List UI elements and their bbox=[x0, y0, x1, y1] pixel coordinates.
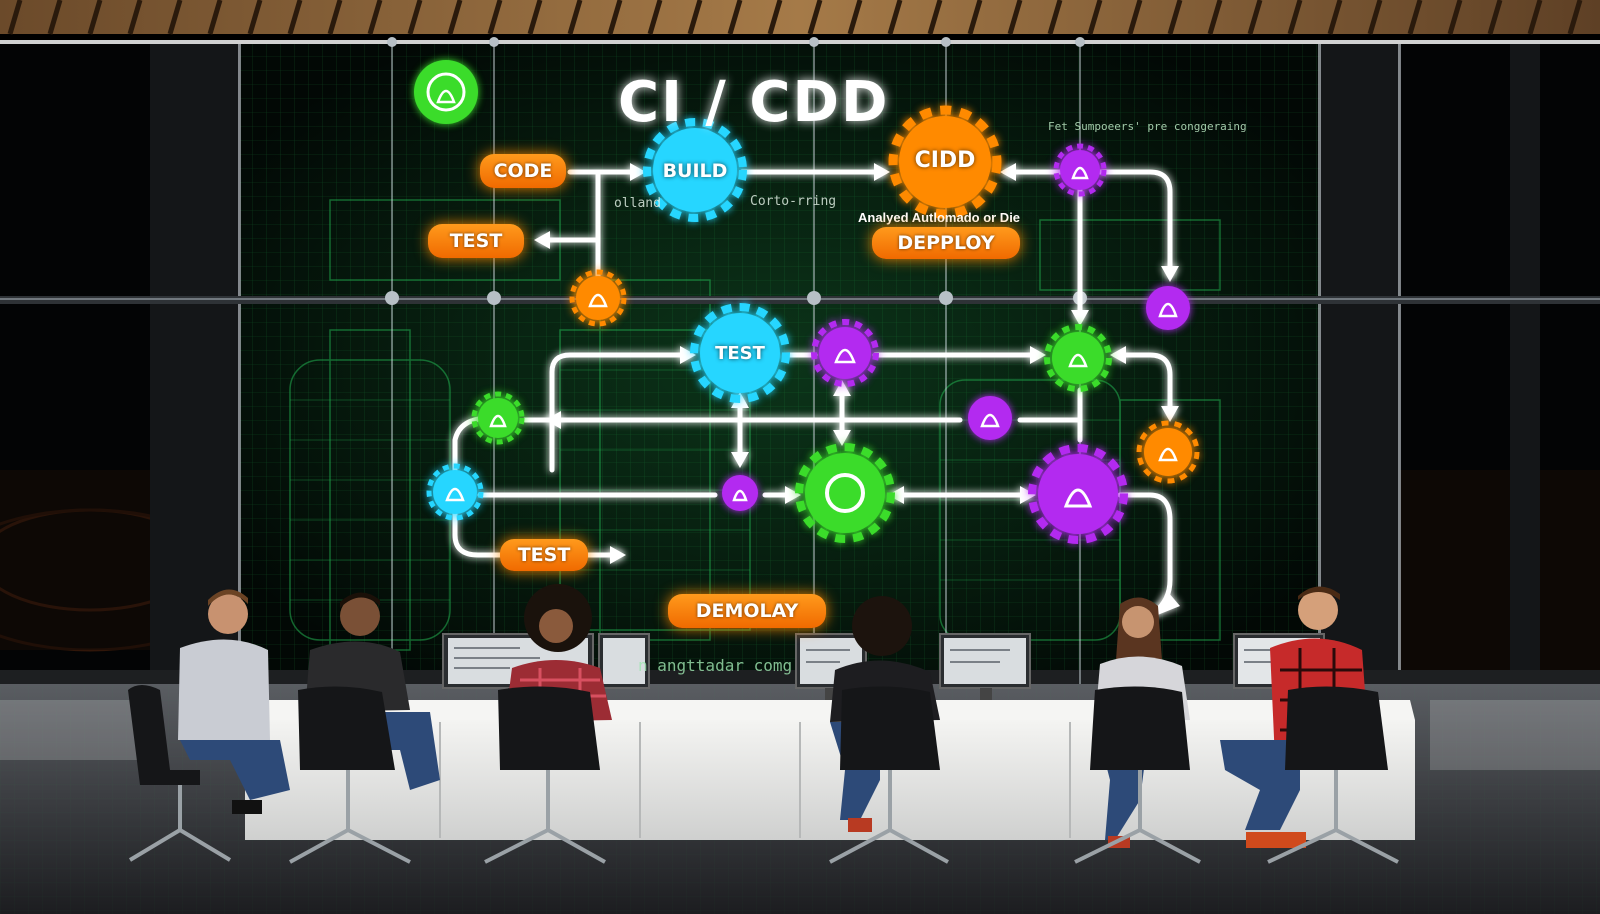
deploy-pill: DEPPLOY bbox=[872, 227, 1020, 259]
test-pill-bottom: TEST bbox=[500, 539, 588, 571]
board-title: CI / CDD bbox=[618, 70, 890, 135]
annotation-olend: olland bbox=[614, 196, 661, 211]
fine-print-top-right: Fet Sumpoeers' pre conggeraing bbox=[1048, 120, 1247, 133]
annotation-cortoring: Corto-rring bbox=[750, 194, 837, 209]
test-node-label: TEST bbox=[715, 343, 765, 364]
demolay-pill: DEMOLAY bbox=[668, 594, 826, 628]
annotation-analyzed: Analyed Autlomado or Die bbox=[858, 210, 1021, 225]
code-pill: CODE bbox=[480, 154, 566, 188]
annotation-bottom: n angttadar comg bbox=[638, 656, 793, 675]
test-pill-top: TEST bbox=[428, 224, 524, 258]
build-node-label: BUILD bbox=[662, 160, 728, 182]
cidd-node-label: CIDD bbox=[914, 148, 976, 173]
